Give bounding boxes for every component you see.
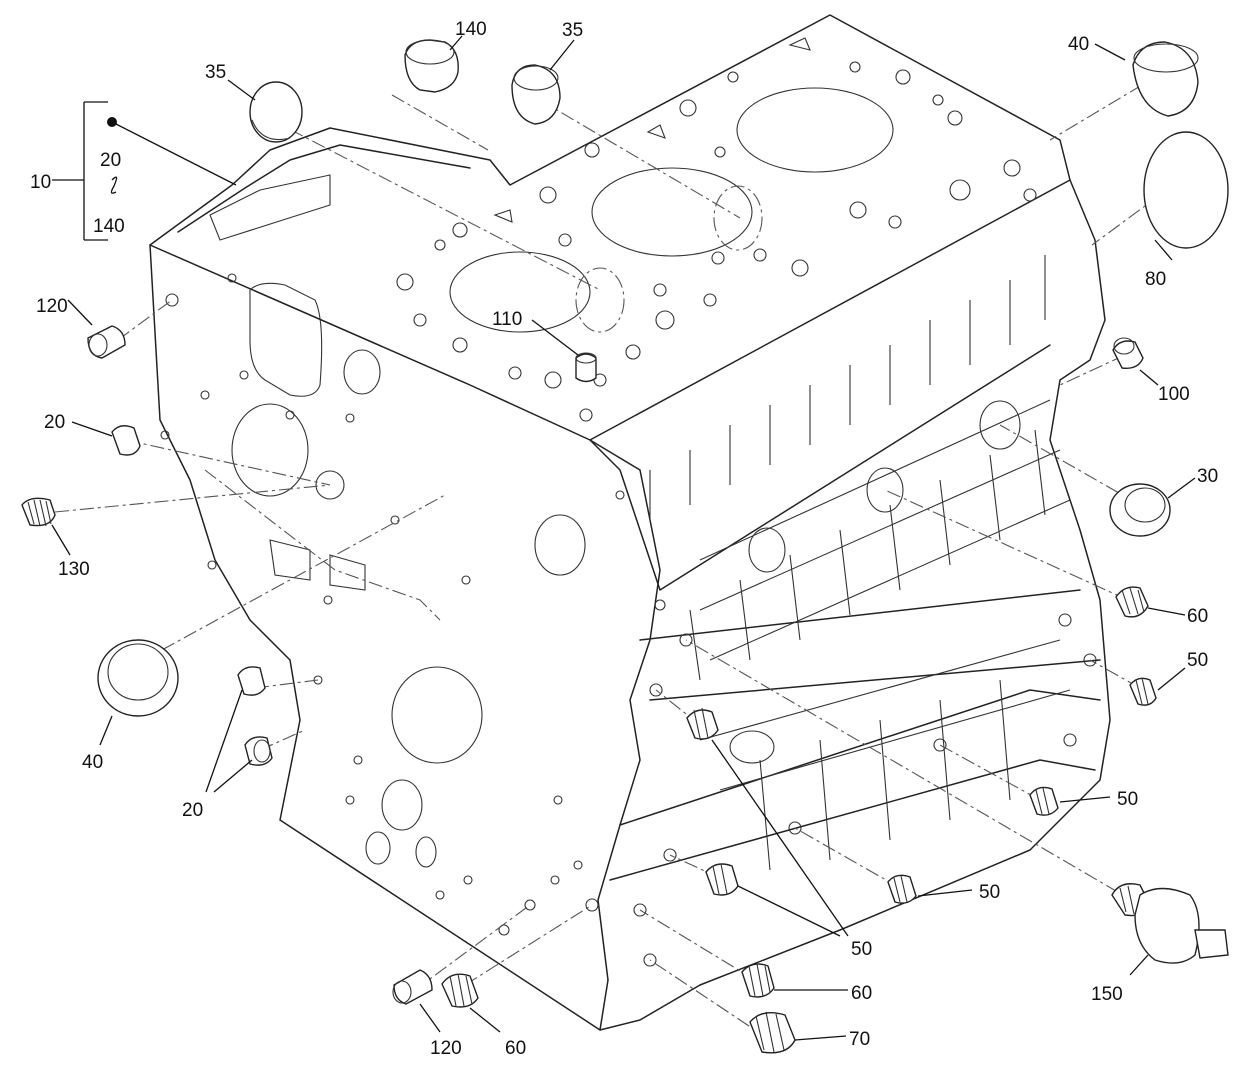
- callout-50-center: 50: [851, 939, 872, 960]
- callout-80: 80: [1145, 269, 1166, 290]
- callout-60-bottom-left: 60: [505, 1038, 526, 1059]
- dowel-100: [1112, 337, 1144, 369]
- oil-pressure-switch-150: [1111, 883, 1229, 964]
- seal-30: [1109, 483, 1171, 537]
- plug-35-top: [511, 64, 561, 125]
- callout-140-top: 140: [455, 19, 487, 40]
- plug-50-center: [686, 707, 719, 740]
- callout-70: 70: [849, 1029, 870, 1050]
- loose-parts: [21, 37, 1229, 1054]
- callout-40-top: 40: [1068, 34, 1089, 55]
- callout-20-bottom: 20: [182, 800, 203, 821]
- plug-50-mid-right: [1029, 786, 1059, 816]
- callout-150: 150: [1091, 984, 1123, 1005]
- callout-30: 30: [1197, 466, 1218, 487]
- plug-140: [404, 39, 459, 93]
- callout-50-lower-right: 50: [979, 882, 1000, 903]
- plug-40-top: [1132, 41, 1199, 117]
- plug-50-right-top: [1129, 677, 1157, 706]
- callout-group-10: 10: [30, 172, 51, 193]
- callout-50-mid-right: 50: [1117, 789, 1138, 810]
- callout-50-right-top: 50: [1187, 650, 1208, 671]
- screw-plug-130: [21, 497, 56, 527]
- callout-100: 100: [1158, 384, 1190, 405]
- callout-60-bottom-mid: 60: [851, 983, 872, 1004]
- callout-group-20: 20: [100, 150, 121, 171]
- assembly-lines: [54, 84, 1161, 1041]
- callout-labels: 10 20 140 35 140 35 40 80 120 110 100 20…: [30, 19, 1218, 1059]
- plug-50-lower-right: [887, 874, 917, 904]
- callout-group-140: 140: [93, 216, 125, 237]
- dowel-120-bottom: [392, 969, 433, 1005]
- dowel-110: [575, 352, 597, 383]
- callout-110: 110: [492, 309, 522, 330]
- cylinder-block: [149, 14, 1111, 1031]
- plug-70: [749, 1011, 796, 1054]
- leader-lines: [51, 35, 1196, 1041]
- plug-60-right: [1115, 586, 1149, 618]
- plug-20-left: [111, 425, 141, 456]
- callout-60-right: 60: [1187, 606, 1208, 627]
- callout-40-left: 40: [82, 752, 103, 773]
- plug-60-bottom-left: [441, 973, 479, 1008]
- callout-130: 130: [58, 559, 90, 580]
- plug-35-left: [249, 81, 303, 143]
- plug-60-bottom-mid: [741, 963, 775, 998]
- callout-20-left: 20: [44, 412, 65, 433]
- plug-50-center-lower: [705, 863, 739, 896]
- dowel-120-left: [87, 325, 126, 359]
- cover-80: [1143, 131, 1229, 249]
- callout-35-top: 35: [562, 20, 583, 41]
- callout-120-left: 120: [36, 296, 68, 317]
- seal-40-left: [97, 639, 179, 717]
- range-tilde-mark: [110, 176, 118, 194]
- plugs-20-bottom: [237, 666, 273, 766]
- callout-35-left: 35: [205, 62, 226, 83]
- callout-120-bottom: 120: [430, 1038, 462, 1059]
